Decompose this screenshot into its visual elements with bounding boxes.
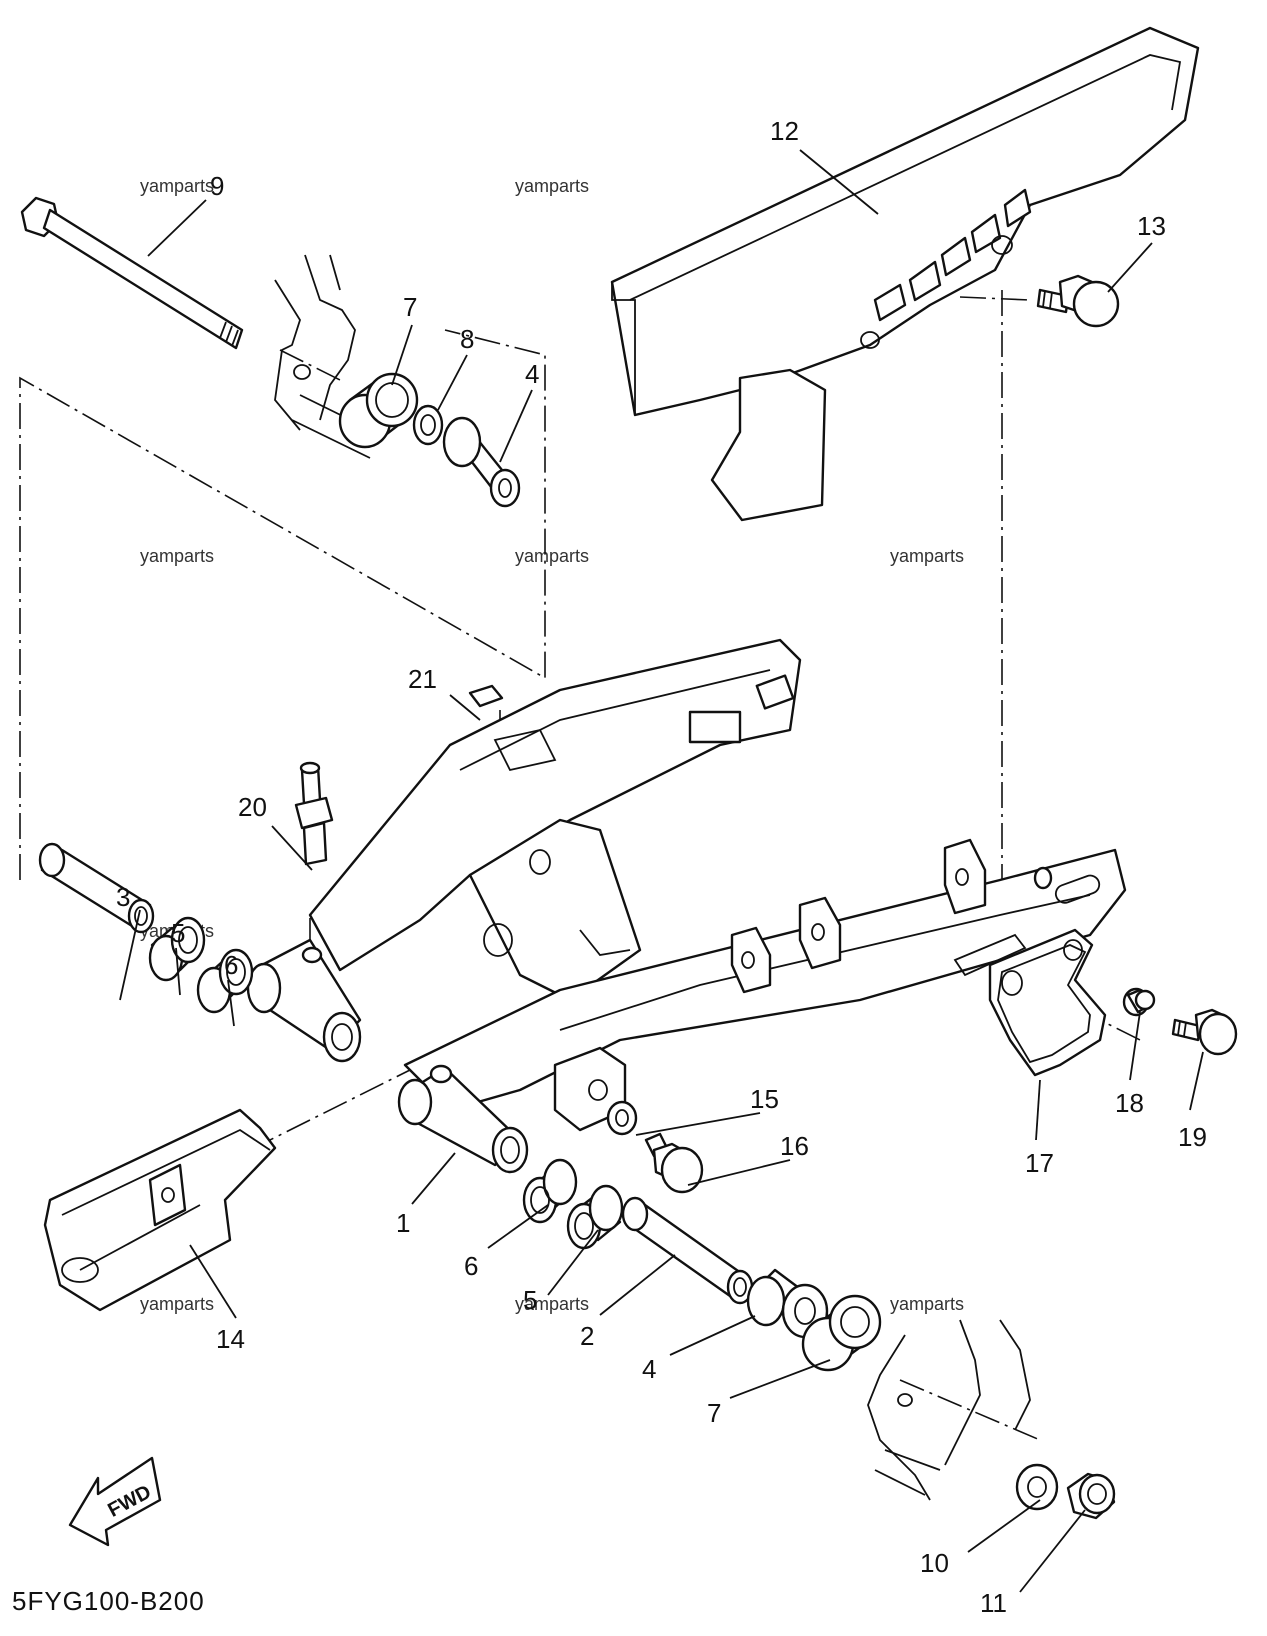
callout-21: 21 [408, 664, 437, 694]
diagram-code: 5FYG100-B200 [12, 1586, 205, 1616]
part-bushing-upper [338, 372, 419, 449]
callout-3: 3 [116, 882, 130, 912]
callout-19: 19 [1178, 1122, 1207, 1152]
watermark: yamparts [515, 546, 589, 566]
watermark: yamparts [515, 1294, 589, 1314]
part-bolt-16 [644, 1132, 704, 1194]
callout-13: 13 [1137, 211, 1166, 241]
part-pivot-bolt [20, 196, 244, 350]
callout-4-upper: 4 [525, 359, 539, 389]
callout-18: 18 [1115, 1088, 1144, 1118]
callout-20: 20 [238, 792, 267, 822]
callouts: 9 7 8 4 12 13 21 20 3 5 6 15 16 17 18 19… [116, 116, 1207, 1618]
part-collar-upper [442, 416, 521, 508]
leader-lines [119, 149, 1204, 1593]
callout-15: 15 [750, 1084, 779, 1114]
part-nut [1066, 1472, 1116, 1520]
watermark: yamparts [140, 1294, 214, 1314]
frame-bracket-upper [274, 254, 376, 459]
callout-8: 8 [460, 324, 474, 354]
callout-7-upper: 7 [403, 292, 417, 322]
part-plate [953, 928, 1107, 1077]
watermark: yamparts [890, 546, 964, 566]
part-collar-3 [38, 842, 155, 934]
callout-4-lower: 4 [642, 1354, 656, 1384]
callout-11: 11 [980, 1588, 1007, 1618]
part-grease-nipple [294, 761, 334, 866]
part-bolt-19 [1171, 1008, 1238, 1056]
part-bushing-6-lower [522, 1158, 578, 1224]
callout-10: 10 [920, 1548, 949, 1578]
part-bushing-5-lower [566, 1184, 624, 1250]
part-washer [412, 404, 444, 446]
callout-17: 17 [1025, 1148, 1054, 1178]
part-bolt-13 [1036, 274, 1120, 328]
part-collar-18 [1122, 987, 1156, 1017]
watermark: yamparts [140, 176, 214, 196]
watermark: yamparts [890, 1294, 964, 1314]
part-collar-2 [621, 1196, 754, 1305]
frame-bracket-lower [867, 1319, 1031, 1501]
watermark: yamparts [515, 176, 589, 196]
part-swingarm [246, 638, 1127, 1174]
callout-12: 12 [770, 116, 799, 146]
callout-6-upper: 6 [224, 950, 238, 980]
part-washer-10 [1015, 1463, 1059, 1511]
part-chain-guard [610, 26, 1200, 522]
callout-6-lower: 6 [464, 1251, 478, 1281]
part-bushing-7-lower [801, 1294, 882, 1372]
callout-14: 14 [216, 1324, 245, 1354]
watermark: yamparts [140, 546, 214, 566]
part-label [468, 684, 504, 708]
fwd-arrow: FWD [68, 1456, 162, 1547]
callout-5-lower: 5 [523, 1285, 537, 1315]
callout-9: 9 [210, 171, 224, 201]
part-washer-15 [606, 1100, 638, 1136]
callout-2: 2 [580, 1321, 594, 1351]
callout-7-lower: 7 [707, 1398, 721, 1428]
callout-16: 16 [780, 1131, 809, 1161]
callout-1: 1 [396, 1208, 410, 1238]
part-chain-slider [43, 1108, 277, 1312]
callout-5-upper: 5 [171, 918, 185, 948]
